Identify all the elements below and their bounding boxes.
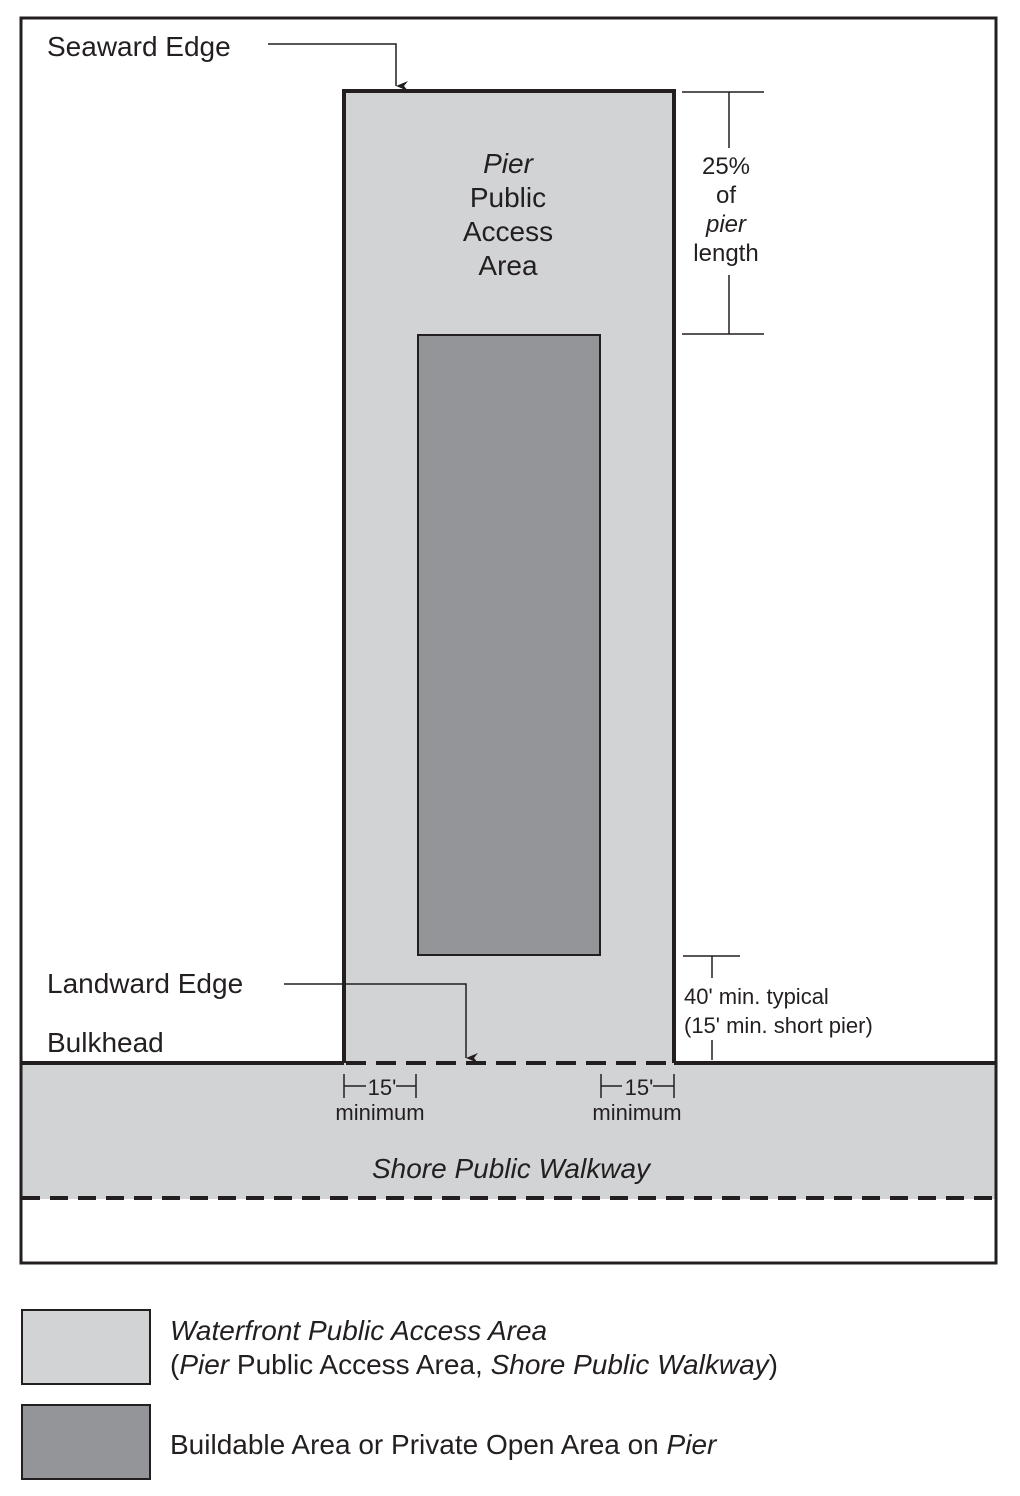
legend-item-2-line1: Buildable Area or Private Open Area on P… [170, 1429, 718, 1460]
pier-area-label-pier: Pier [483, 148, 534, 179]
left-setback-note: minimum [335, 1100, 424, 1125]
min-depth-label-typical: 40' min. typical [684, 984, 829, 1009]
min-depth-label-short-pier: (15' min. short pier) [684, 1013, 873, 1038]
pct-label-length: length [693, 240, 758, 267]
legend-item-1-line1: Waterfront Public Access Area [170, 1315, 547, 1346]
left-setback-dimension [343, 1074, 417, 1098]
min-depth-dimension [683, 955, 740, 1060]
pier-outline [342, 89, 676, 1063]
bulkhead-label: Bulkhead [47, 1027, 164, 1058]
pier-area-label-area: Area [478, 250, 538, 281]
pct-label-pier: pier [705, 211, 747, 238]
pct-label-25: 25% [702, 153, 750, 180]
landward-edge-label: Landward Edge [47, 968, 243, 999]
pier-area-label-access: Access [463, 216, 553, 247]
right-setback-value: 15' [625, 1075, 654, 1100]
shore-walkway-area [22, 1063, 995, 1199]
left-setback-value: 15' [368, 1075, 397, 1100]
seaward-edge-label: Seaward Edge [47, 31, 231, 62]
right-setback-dimension [600, 1074, 675, 1098]
legend-item-1-line2: (Pier Public Access Area, Shore Public W… [170, 1349, 778, 1380]
legend-swatch-public-access [21, 1309, 151, 1385]
seaward-edge-arrow-icon [268, 43, 408, 91]
shore-walkway-label: Shore Public Walkway [372, 1153, 652, 1184]
right-setback-note: minimum [592, 1100, 681, 1125]
buildable-area [417, 334, 601, 956]
pct-label-of: of [716, 182, 736, 209]
landward-edge-arrow-icon [284, 983, 478, 1063]
pier-length-dimension [682, 91, 764, 335]
pier-area-label-public: Public [470, 182, 546, 213]
legend: Waterfront Public Access Area (Pier Publ… [21, 1309, 778, 1480]
legend-swatch-buildable [21, 1404, 151, 1480]
